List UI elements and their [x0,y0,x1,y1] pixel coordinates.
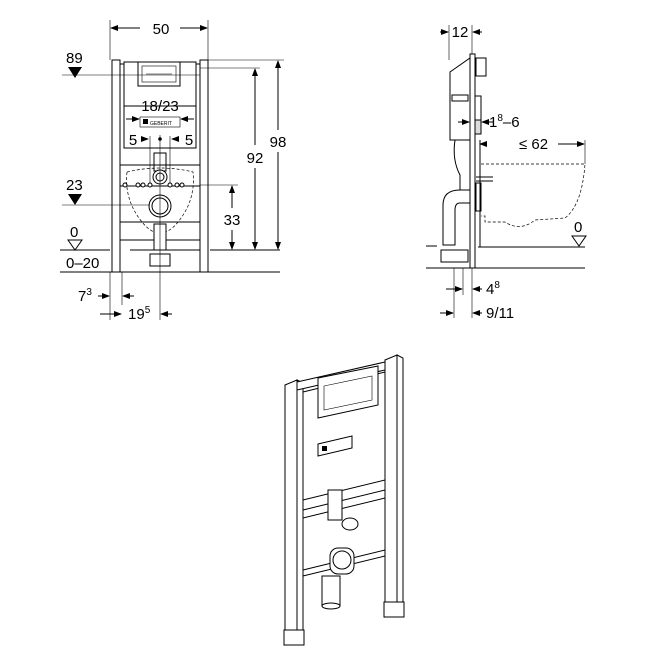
bowl-outline [126,167,194,235]
connection-points [122,182,185,188]
foot-range-label: 9/11 [486,305,514,322]
offset-left: 5 [129,132,137,149]
side-floor-level-label: 0 [574,219,582,236]
floor-adjust-label: 0–20 [66,255,99,272]
inner-width-dimension: 18/23 [141,98,179,115]
floor-level-label: 0 [70,224,78,241]
brand-label: GEBERIT [150,121,172,127]
height-23-label: 23 [66,177,83,194]
isometric-view [283,354,405,646]
frame-height-dimension: 92 [247,150,264,167]
depth-dimension: 12 [452,24,469,41]
offset-right: 5 [185,132,193,149]
side-view: 12 18–6 ≤ 62 0 48 [426,24,587,322]
iso-flush-plate [317,365,379,419]
drain-height-dimension: 33 [224,212,241,229]
total-height-dimension: 98 [270,134,287,151]
right-rail [199,59,209,273]
side-rail [469,53,476,269]
bowl-projection-dimension: ≤ 62 [519,136,548,153]
foot-offset-label: 73 [78,287,92,305]
foot-depth-label: 48 [486,280,500,298]
width-dimension: 50 [153,21,170,38]
side-drain-elbow [442,189,471,246]
front-view: 50 GEBERIT 18/23 5 5 [60,20,286,323]
left-rail [111,59,121,273]
height-89-label: 89 [66,50,83,67]
drain-offset-label: 195 [128,305,151,323]
side-bowl-outline [481,163,586,227]
